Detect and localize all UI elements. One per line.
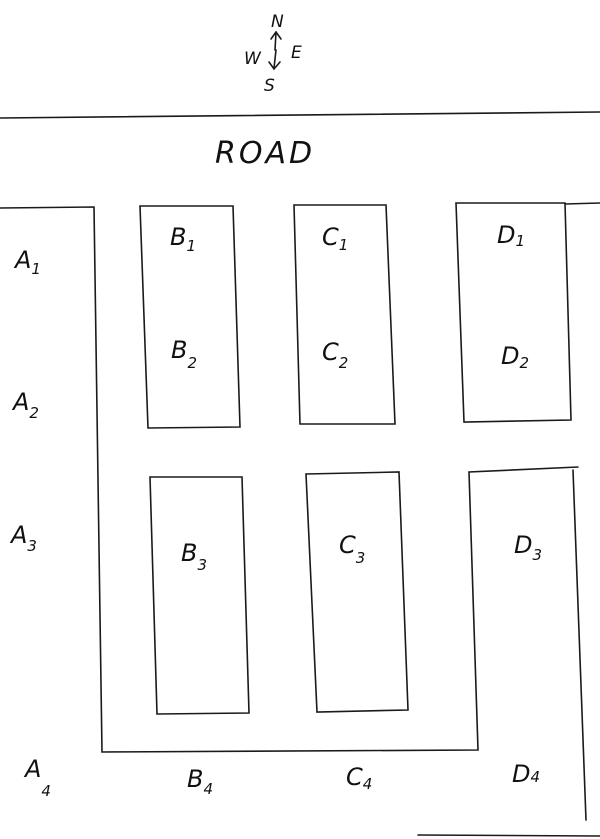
north-arrow-icon — [274, 31, 277, 51]
lot-label-a1: A1 — [13, 246, 41, 278]
compass-south-label: S — [264, 76, 275, 96]
lot-label-a2: A2 — [11, 388, 39, 422]
south-arrow-icon — [273, 49, 277, 69]
compass-rose: N W E S — [244, 12, 302, 96]
lot-label-d2: D2 — [501, 342, 529, 372]
compass-east-label: E — [291, 43, 302, 63]
lot-label-d1: D1 — [497, 221, 525, 250]
lot-label-c3: C3 — [339, 531, 365, 567]
lot-label-c4: C4 — [346, 763, 372, 793]
right-edge-lower — [572, 469, 587, 821]
lot-label-c1: C1 — [322, 223, 348, 254]
lot-label-b3: B3 — [181, 539, 207, 574]
lot-label-d4: D4 — [512, 760, 540, 788]
north-arrowhead-icon — [270, 30, 282, 40]
lot-label-a3: A3 — [9, 521, 37, 555]
road-top-edge — [0, 111, 600, 119]
block-d-upper — [455, 202, 572, 423]
block-c-upper — [293, 204, 396, 425]
road-label: ROAD — [215, 136, 315, 171]
block-b-lower — [149, 476, 250, 715]
lot-label-c2: C2 — [322, 338, 348, 372]
lot-label-b4: B4 — [187, 765, 213, 798]
lot-label-a4: A4 — [23, 755, 51, 800]
bottom-edge — [417, 834, 600, 837]
lot-label-b1: B1 — [170, 223, 196, 255]
lot-label-b2: B2 — [171, 336, 197, 372]
block-b-upper — [139, 205, 241, 429]
compass-west-label: W — [244, 49, 262, 69]
south-arrowhead-icon — [268, 61, 281, 71]
compass-north-label: N — [271, 12, 284, 32]
lot-label-d3: D3 — [514, 531, 542, 564]
aisle-outline — [0, 206, 579, 753]
block-c-lower — [305, 471, 409, 713]
right-edge-top — [564, 202, 600, 205]
